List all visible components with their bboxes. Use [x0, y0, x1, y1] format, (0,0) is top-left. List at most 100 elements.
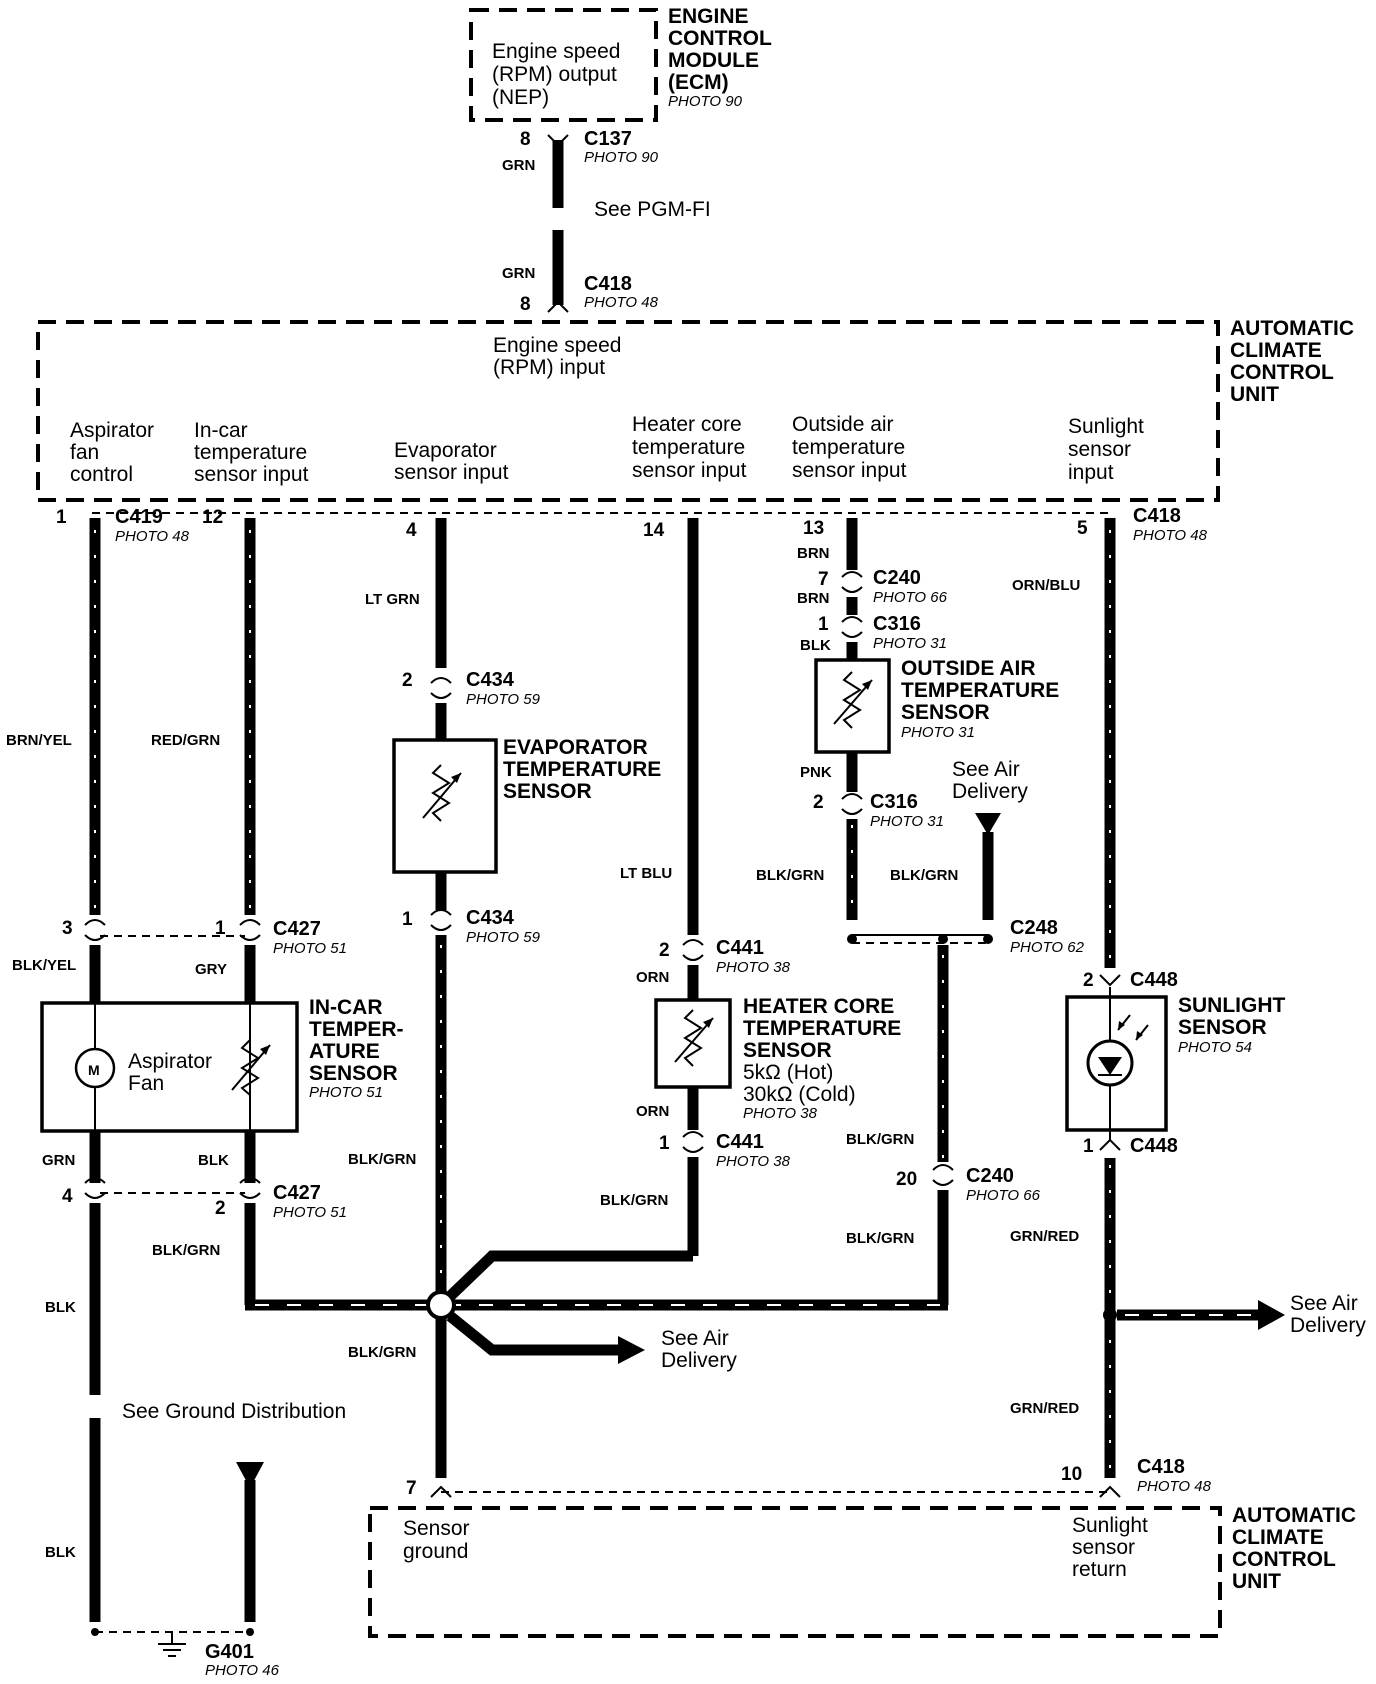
accu-pin-12: 12	[202, 507, 223, 528]
c418-bot-photo: PHOTO 48	[1137, 1478, 1212, 1495]
c434-top-photo: PHOTO 59	[466, 691, 541, 708]
accu-ground-label-1: Sensor	[403, 1517, 470, 1540]
incar-title-3: ATURE	[309, 1040, 380, 1063]
c427-bot-photo: PHOTO 51	[273, 1204, 347, 1221]
wire-color-pnk: PNK	[800, 764, 832, 781]
wire-color-blk-grn-c240b: BLK/GRN	[846, 1230, 914, 1247]
ecm-title-2: CONTROL	[668, 27, 772, 50]
incar-title-1: IN-CAR	[309, 996, 383, 1019]
ecm-pin-label-3: (NEP)	[492, 86, 549, 109]
accu-sunret-label-2: sensor	[1072, 1536, 1135, 1559]
wire-color-red-grn: RED/GRN	[151, 732, 220, 749]
c434-bot-photo: PHOTO 59	[466, 929, 541, 946]
accu-aspirator-label-2: fan	[70, 441, 99, 464]
c441-bot-conn	[682, 1131, 704, 1153]
heater-photo: PHOTO 38	[743, 1105, 818, 1122]
c418-right-name: C418	[1133, 505, 1181, 527]
note-ground-distribution: See Ground Distribution	[122, 1400, 346, 1423]
c441-top-name: C441	[716, 937, 764, 959]
wire-color-lt-blu: LT BLU	[620, 865, 672, 882]
sunlight-photo: PHOTO 54	[1178, 1039, 1252, 1056]
evap-title-3: SENSOR	[503, 780, 592, 803]
accu-incar-label-2: temperature	[194, 441, 307, 464]
air-delivery-1-line2: Delivery	[952, 780, 1028, 803]
sunlight-splice	[1103, 1308, 1117, 1322]
wire-color-blk-grn-hc: BLK/GRN	[600, 1192, 668, 1209]
accu-heater-label-2: temperature	[632, 436, 745, 459]
wire-color-grn-red-2: GRN/RED	[1010, 1400, 1079, 1417]
c427-top-photo: PHOTO 51	[273, 940, 347, 957]
wire-color-blk-grn-c240a: BLK/GRN	[846, 1131, 914, 1148]
wire-color-gry: GRY	[195, 961, 227, 978]
c240-top-pin: 7	[818, 569, 829, 590]
c316-top-conn	[841, 616, 863, 638]
wire-color-blk-g1: BLK	[45, 1299, 76, 1316]
c316-top-pin: 1	[818, 614, 829, 635]
c137-connector	[547, 134, 569, 147]
c427-bot-pin-b: 2	[215, 1198, 226, 1219]
g401-photo: PHOTO 46	[205, 1662, 280, 1679]
wire-color-blk-asp: BLK	[198, 1152, 229, 1169]
accu-pin-14: 14	[643, 520, 665, 541]
note-pgmfi: See PGM-FI	[594, 198, 711, 221]
c448-top-pin: 2	[1083, 970, 1094, 991]
c316-bot-photo: PHOTO 31	[870, 813, 944, 830]
wire-color-brn-yel: BRN/YEL	[6, 732, 72, 749]
wire-color-blk-grn-os: BLK/GRN	[756, 867, 824, 884]
c427-bot-pin-a: 4	[62, 1186, 73, 1207]
wire-air-delivery-2	[446, 1311, 620, 1356]
accu-pin-10: 10	[1061, 1464, 1082, 1485]
c448-bot-name: C448	[1130, 1135, 1178, 1157]
wire-color-orn-blu: ORN/BLU	[1012, 577, 1080, 594]
wire-color-grn-red-1: GRN/RED	[1010, 1228, 1079, 1245]
c427-bot-conn-b	[239, 1177, 261, 1199]
heater-spec-hot: 5kΩ (Hot)	[743, 1061, 833, 1084]
c419-photo: PHOTO 48	[115, 528, 190, 545]
heater-title-1: HEATER CORE	[743, 995, 894, 1018]
c448-top-name: C448	[1130, 969, 1178, 991]
c316-bot-name: C316	[870, 791, 918, 813]
wire-color-blk-grn-ad: BLK/GRN	[890, 867, 958, 884]
c427-top-conn-b	[239, 919, 261, 941]
c441-bot-pin: 1	[659, 1133, 670, 1154]
ecm-photo: PHOTO 90	[668, 93, 743, 110]
accu-pin-4: 4	[406, 520, 417, 541]
accu-heater-label-3: sensor input	[632, 459, 747, 482]
c441-bot-name: C441	[716, 1131, 764, 1153]
aspirator-motor-letter: M	[88, 1062, 100, 1078]
accu-bot-title-3: CONTROL	[1232, 1548, 1336, 1571]
c419-name: C419	[115, 506, 163, 528]
incar-title-4: SENSOR	[309, 1062, 398, 1085]
c441-top-conn	[682, 939, 704, 961]
c434-bot-name: C434	[466, 907, 515, 929]
evap-title-1: EVAPORATOR	[503, 736, 648, 759]
accu-title-1: AUTOMATIC	[1230, 317, 1354, 340]
ecm-title-4: (ECM)	[668, 71, 729, 94]
c434-bot-pin: 1	[402, 909, 413, 930]
air-delivery-3-arrow	[1258, 1300, 1285, 1330]
evap-thermistor-icon	[422, 764, 462, 822]
c137-name: C137	[584, 128, 632, 150]
outside-title-3: SENSOR	[901, 701, 990, 724]
c427-bot-conn-a	[84, 1177, 106, 1199]
c448-bot-conn	[1099, 1138, 1121, 1151]
incar-inner-label-1: Aspirator	[128, 1050, 212, 1073]
c441-top-photo: PHOTO 38	[716, 959, 791, 976]
ground-symbol-icon	[158, 1632, 186, 1657]
wire-color-grn-top: GRN	[502, 157, 535, 174]
accu-rpm-label-2: (RPM) input	[493, 356, 605, 379]
accu-rpm-label-1: Engine speed	[493, 334, 621, 357]
accu-aspirator-label-1: Aspirator	[70, 419, 154, 442]
accu-evap-label-1: Evaporator	[394, 439, 497, 462]
accu-pin-1: 1	[56, 507, 67, 528]
accu-title-2: CLIMATE	[1230, 339, 1322, 362]
c248-name: C248	[1010, 917, 1058, 939]
accu-sunlight-label-2: sensor	[1068, 438, 1131, 461]
heater-title-3: SENSOR	[743, 1039, 832, 1062]
ecm-box	[469, 8, 658, 122]
accu-title-4: UNIT	[1230, 383, 1279, 406]
ecm-pin-label-2: (RPM) output	[492, 63, 617, 86]
c316-bot-conn	[841, 793, 863, 815]
incar-thermistor-icon	[231, 1039, 271, 1096]
